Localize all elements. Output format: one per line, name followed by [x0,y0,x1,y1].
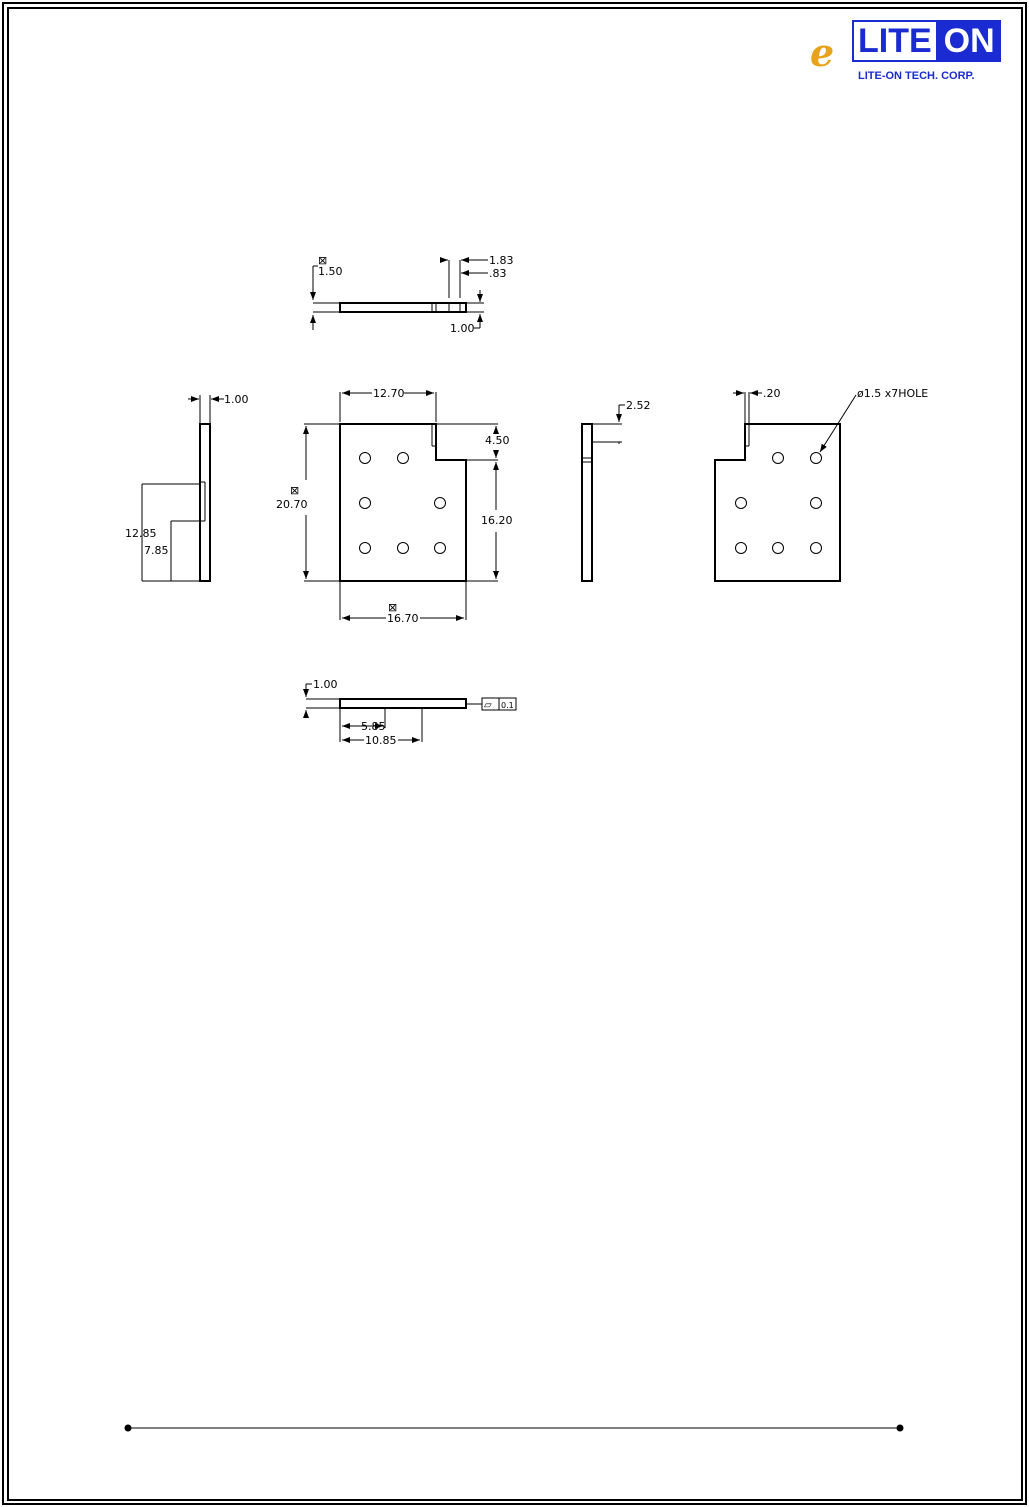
back-view [715,392,856,581]
footer-dot-left [125,1425,131,1431]
dim-bottom-thickness: 1.00 [313,678,338,691]
dim-top-step: 1.00 [450,322,475,335]
dim-left-height-total: 12.85 [125,527,157,540]
note-back-holes: ø1.5 x7HOLE [857,387,928,400]
dim-front-top-width: 12.70 [373,387,405,400]
dim-bottom-a: 5.85 [361,720,386,733]
dim-right-height: 2.52 [626,399,651,412]
square-symbol: ⊠ [290,484,299,497]
flatness-symbol: ▱ [484,700,492,711]
dim-back-slot: .20 [763,387,781,400]
right-side-view [582,405,625,581]
dim-front-height: 20.70 [276,498,308,511]
dim-top-tab-inner: .83 [489,267,507,280]
dim-left-height-step: 7.85 [144,544,169,557]
dim-front-notch: 4.50 [485,434,510,447]
dim-front-right-height: 16.20 [481,514,513,527]
flatness-tolerance: 0.1 [501,701,514,710]
bottom-view [306,684,516,742]
dim-top-tab-outer: 1.83 [489,254,514,267]
dim-top-thickness: 1.50 [318,265,343,278]
dim-front-width: 16.70 [387,612,419,625]
footer-dot-right [897,1425,903,1431]
dim-bottom-b: 10.85 [365,734,397,747]
dim-left-thickness: 1.00 [224,393,249,406]
front-view [304,392,498,620]
